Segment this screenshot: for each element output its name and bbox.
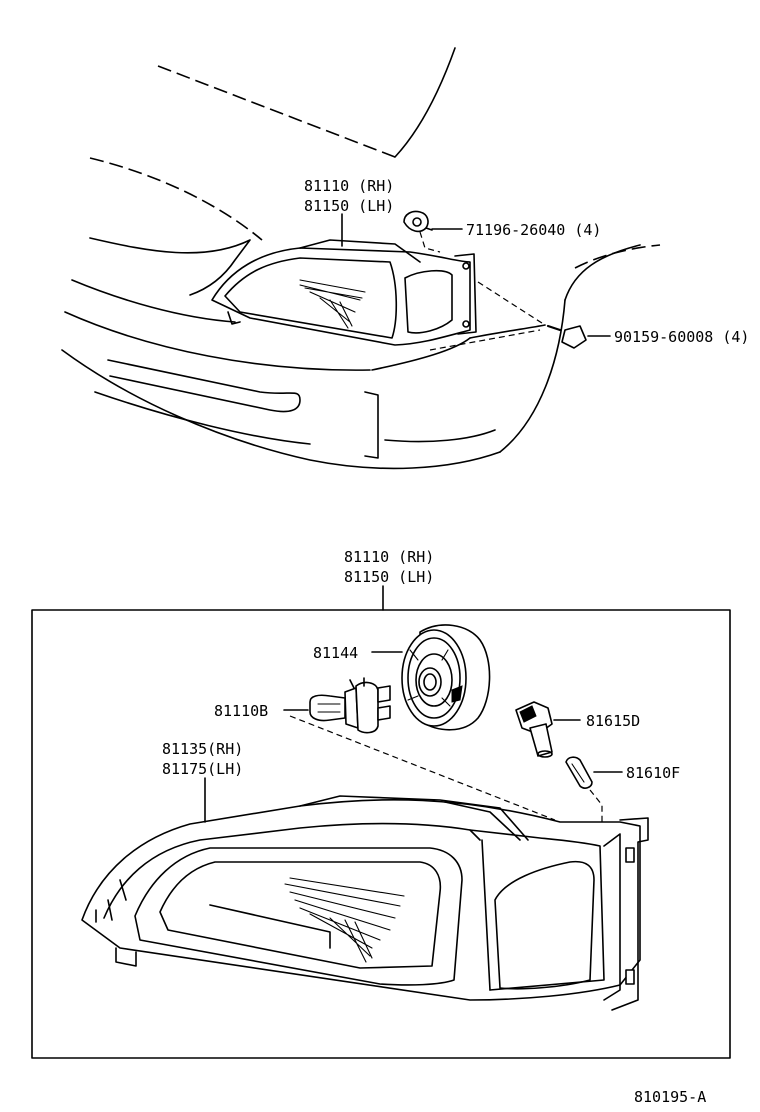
clip-illustration [403,210,441,253]
exploded-view-frame [31,609,731,1059]
assembly-line-wedge [589,789,603,826]
lens-housing-rh-label: 81135(RH) [162,740,243,758]
lower-assy-rh-label: 81110 (RH) [344,548,434,566]
socket-part-number: 81615D [586,712,640,730]
bulb-illustration [309,677,391,734]
clip-part-number: 71196-26040 (4) [466,221,601,239]
upper-assy-lh-label: 81150 (LH) [304,197,394,215]
wedge-bulb-illustration [565,756,593,789]
figure-code: 810195-A [634,1088,706,1106]
car-body-illustration [61,47,661,470]
cover-illustration [401,624,491,731]
socket-illustration [515,701,553,758]
upper-assy-rh-label: 81110 (RH) [304,177,394,195]
wedge-bulb-part-number: 81610F [626,764,680,782]
screw-part-number: 90159-60008 (4) [614,328,749,346]
lens-housing-illustration [81,795,649,1011]
lower-assy-lh-label: 81150 (LH) [344,568,434,586]
cover-part-number: 81144 [313,644,358,662]
screw-illustration [429,281,587,351]
upper-headlamp-illustration [211,239,477,346]
assembly-line-bulb [289,715,556,821]
bulb-part-number: 81110B [214,702,268,720]
lens-housing-lh-label: 81175(LH) [162,760,243,778]
